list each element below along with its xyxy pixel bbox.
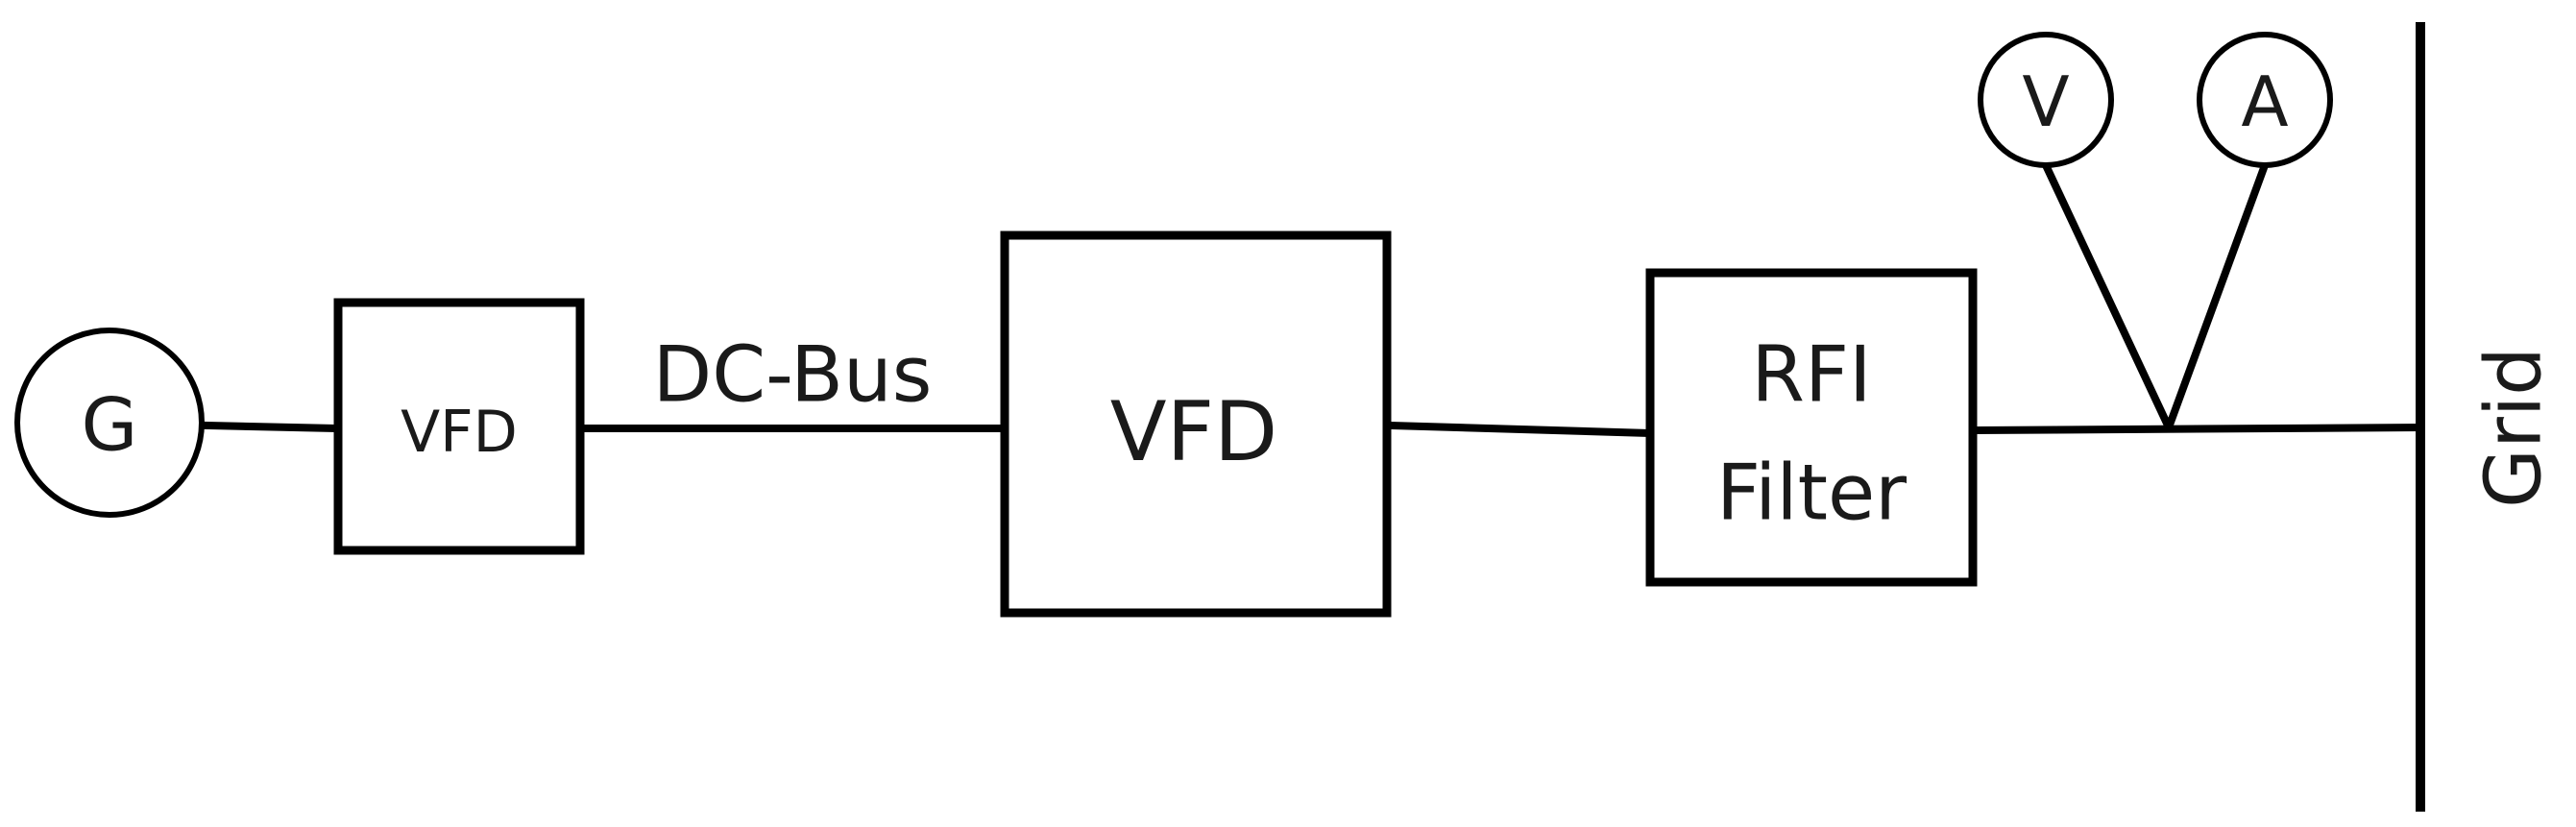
ammeter-circle	[2197, 32, 2333, 168]
voltmeter-circle	[1978, 32, 2114, 168]
wire-rfi-filter-to-grid	[1972, 423, 2425, 435]
ammeter-probe-line	[2163, 159, 2271, 433]
large-vfd-label: VFD	[1110, 384, 1278, 480]
voltmeter-probe-line	[2040, 159, 2175, 433]
rfi-filter-box	[1645, 268, 1978, 587]
small-vfd-label: VFD	[401, 399, 518, 466]
generator-circle	[14, 328, 205, 518]
ammeter-label: A	[2241, 61, 2288, 142]
voltmeter-node: V	[1978, 32, 2114, 168]
dc-bus-label: DC-Bus	[653, 330, 933, 420]
small-vfd-block: VFD	[333, 298, 585, 555]
voltmeter-label: V	[2022, 61, 2069, 142]
rfi-filter-label-line2: Filter	[1716, 449, 1907, 538]
wire-large-vfd-to-rfi-filter	[1386, 421, 1655, 438]
grid-label: Grid	[2469, 347, 2559, 508]
large-vfd-block: VFD	[1000, 231, 1392, 618]
small-vfd-box	[333, 298, 585, 555]
generator-node: G	[14, 328, 205, 518]
rfi-filter-label-line1: RFI	[1751, 330, 1871, 420]
large-vfd-box	[1000, 231, 1392, 618]
ammeter-node: A	[2197, 32, 2333, 168]
rfi-filter-block: RFI Filter	[1645, 268, 1978, 587]
wire-generator-to-small-vfd	[203, 421, 343, 433]
generator-label: G	[82, 382, 138, 468]
